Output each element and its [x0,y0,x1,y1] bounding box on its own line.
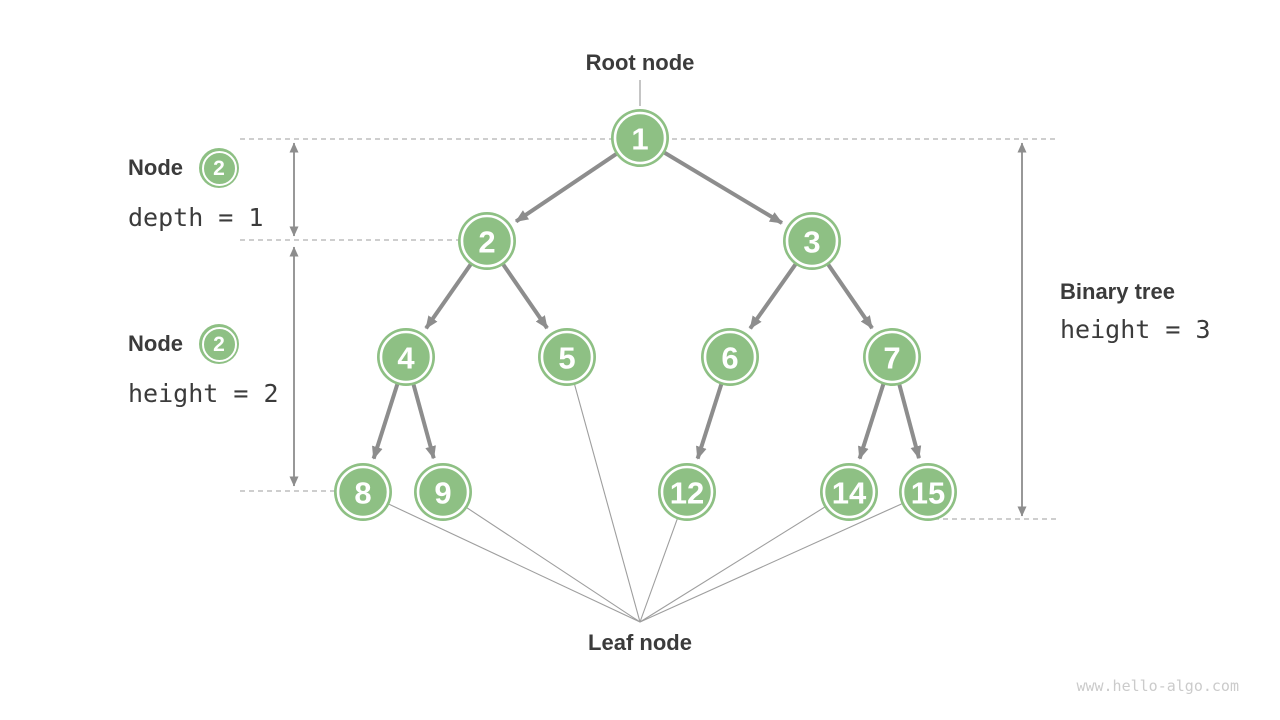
tree-height-caption: height = 3 [1060,315,1211,344]
tree-height-annotation: Binary tree height = 3 [1060,279,1211,344]
edge-layer [371,136,922,460]
tree-node: 1 [611,109,669,167]
node-badge-value: 2 [213,156,225,180]
root-node-label: Root node [585,50,695,75]
tree-node: 4 [377,328,435,386]
tree-node-value: 6 [721,341,738,376]
node-badge: 2 [199,148,239,188]
depth-caption: depth = 1 [128,203,264,232]
tree-height-annotation-title: Binary tree [1060,279,1175,304]
tree-node: 6 [701,328,759,386]
tree-node: 14 [820,463,878,521]
tree-node: 8 [334,463,392,521]
node-height-annotation-title: Node [128,331,183,356]
tree-node-value: 15 [911,476,945,511]
node-height-caption: height = 2 [128,379,279,408]
tree-node: 15 [899,463,957,521]
tree-node-value: 14 [832,476,867,511]
depth-annotation: Node 2 depth = 1 [128,148,263,232]
tree-node-value: 1 [631,122,648,157]
leaf-line [639,491,929,623]
watermark: www.hello-algo.com [1076,677,1239,695]
node-badge: 2 [199,324,239,364]
tree-node-value: 2 [478,225,495,260]
tree-node: 12 [658,463,716,521]
tree-node-value: 7 [883,341,900,376]
depth-annotation-title: Node [128,155,183,180]
tree-node-value: 4 [397,341,415,376]
leaf-line [362,491,641,623]
tree-node: 5 [538,328,596,386]
tree-node: 7 [863,328,921,386]
tree-node-value: 3 [803,225,820,260]
node-height-annotation: Node 2 height = 2 [128,324,279,408]
leaf-line [566,356,641,623]
tree-node-value: 9 [434,476,451,511]
tree-node: 2 [458,212,516,270]
leaf-node-label: Leaf node [588,630,692,655]
leaf-line [442,491,641,623]
tree-node: 9 [414,463,472,521]
tree-node-value: 8 [354,476,371,511]
tree-node: 3 [783,212,841,270]
tree-node-value: 12 [670,476,704,511]
node-badge-value: 2 [213,332,225,356]
tree-node-value: 5 [558,341,575,376]
leaf-line [639,491,850,623]
leaf-line-layer [362,356,929,623]
